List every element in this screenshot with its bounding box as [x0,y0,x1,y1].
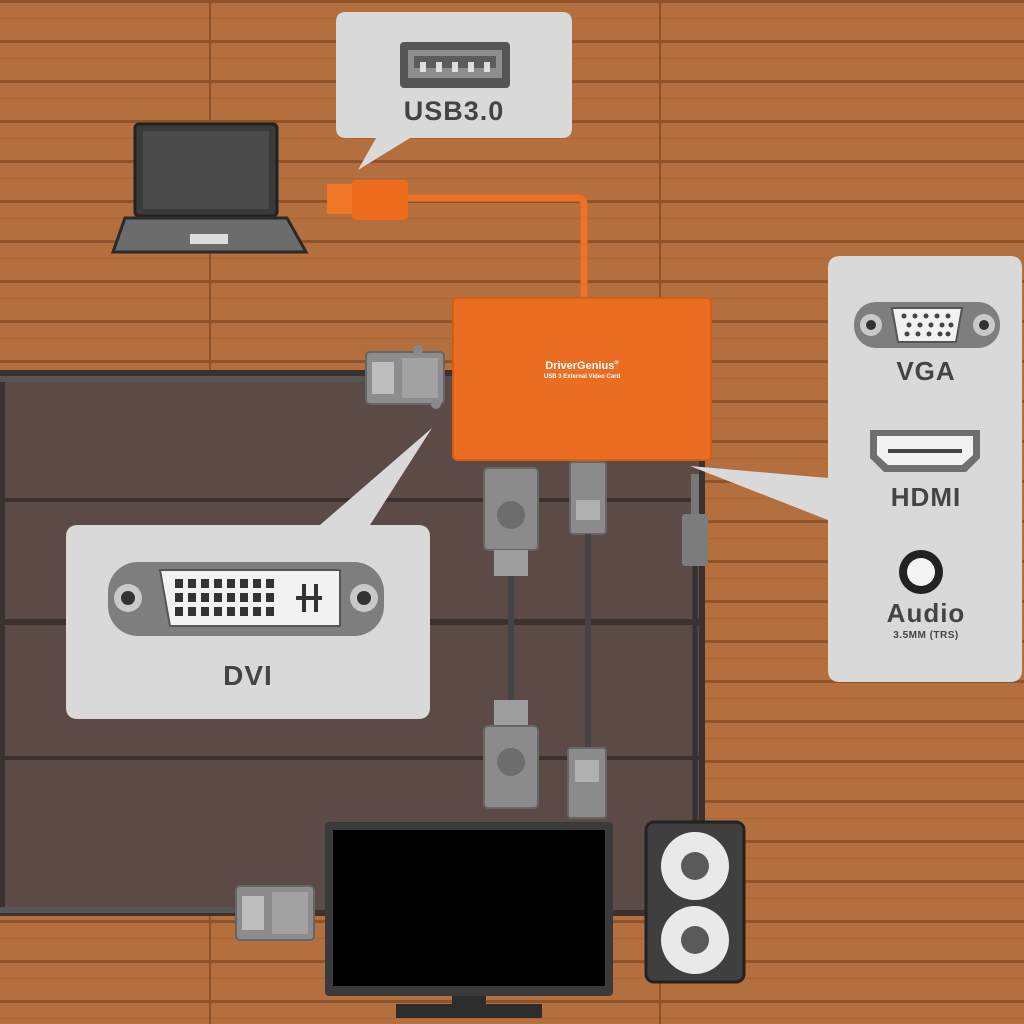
vga-port-icon [854,302,1000,348]
usb-cable [327,180,588,298]
video-adapter [452,297,712,461]
dvi-plug-down [483,467,539,809]
audio-spec-label: 3.5MM (TRS) [893,630,959,641]
dvi-callout [66,428,432,719]
dvi-plug-adapter [0,345,445,409]
audio-jack-icon [899,550,943,594]
hdmi-cable [567,461,607,819]
dvi-port-icon [108,562,384,636]
adapter-brand: DriverGenius® USB 3 External Video Card [453,360,711,380]
brand-trademark: ® [614,360,619,367]
hdmi-label: HDMI [890,482,962,512]
dvi-label: DVI [223,660,273,691]
speaker-icon [644,820,746,984]
hdmi-port-icon [870,430,980,472]
audio-label: Audio [886,598,966,628]
brand-subtitle: USB 3 External Video Card [543,374,621,380]
dvi-plug-monitor [0,885,315,941]
ports-callout [690,256,1022,682]
audio-cable [682,474,708,830]
usb-callout [336,12,572,170]
monitor-icon [325,822,613,1018]
laptop-icon [110,122,309,254]
brand-name: DriverGenius [545,360,615,372]
usb-label: USB3.0 [403,96,505,126]
usb-port-icon [400,42,510,88]
vga-label: VGA [896,356,956,386]
